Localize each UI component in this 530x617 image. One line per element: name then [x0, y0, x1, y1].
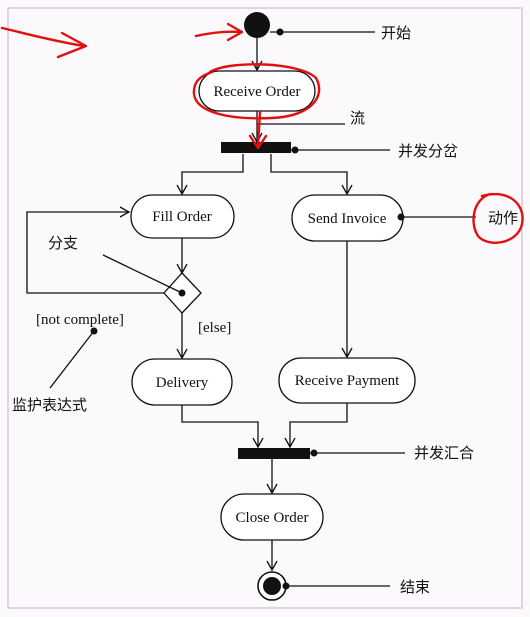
action-close-order-box	[220, 493, 324, 541]
action-delivery-box	[131, 358, 233, 406]
flow-fork-to-send-invoice	[270, 154, 353, 196]
join-bar	[238, 448, 310, 459]
action-send-invoice-label: Send Invoice	[308, 211, 387, 227]
action-receive-payment-label: Receive Payment	[295, 373, 400, 389]
leader-start-dot	[276, 28, 284, 36]
final-node-dot	[263, 577, 281, 595]
guard-else: [else]	[198, 320, 231, 336]
highlight-arrow-top	[194, 22, 244, 42]
annotation-branch: 分支	[48, 234, 78, 252]
flow-decision-loop-back	[26, 206, 164, 294]
leader-branch	[102, 254, 183, 294]
flow-delivery-to-join	[181, 405, 264, 449]
diagram-frame	[7, 7, 523, 609]
annotation-guard-expression: 监护表达式	[12, 396, 87, 414]
leader-fork-dot	[291, 146, 299, 154]
annotation-join: 并发汇合	[414, 444, 474, 462]
highlight-arrow-down	[248, 110, 268, 150]
annotation-start: 开始	[381, 24, 411, 42]
leader-join-dot	[310, 449, 318, 457]
highlight-arrow-left	[0, 26, 88, 59]
guard-not-complete: [not complete]	[36, 312, 124, 328]
action-close-order-label: Close Order	[236, 510, 309, 526]
highlight-circle-receive-order	[192, 63, 321, 120]
action-receive-payment-box	[278, 357, 416, 404]
action-delivery-label: Delivery	[156, 375, 209, 391]
initial-node	[244, 12, 270, 38]
leader-branch-dot	[178, 289, 186, 297]
flow-fork-to-fill-order	[176, 154, 244, 196]
action-fill-order-label: Fill Order	[152, 209, 212, 225]
action-receive-order-box	[198, 70, 316, 112]
highlight-circle-action	[472, 192, 524, 244]
flow-receive-payment-to-join	[284, 403, 348, 449]
action-fill-order-box	[130, 194, 235, 239]
annotation-end: 结束	[400, 578, 430, 596]
annotation-flow: 流	[350, 109, 365, 127]
annotation-action: 动作	[488, 209, 518, 227]
fork-bar	[221, 142, 291, 153]
leader-action-dot	[397, 213, 405, 221]
action-receive-order-label: Receive Order	[213, 84, 300, 100]
leader-guard-dot	[90, 327, 98, 335]
leader-guard	[49, 330, 95, 389]
annotation-fork: 并发分岔	[398, 142, 458, 160]
leader-end-dot	[282, 582, 290, 590]
